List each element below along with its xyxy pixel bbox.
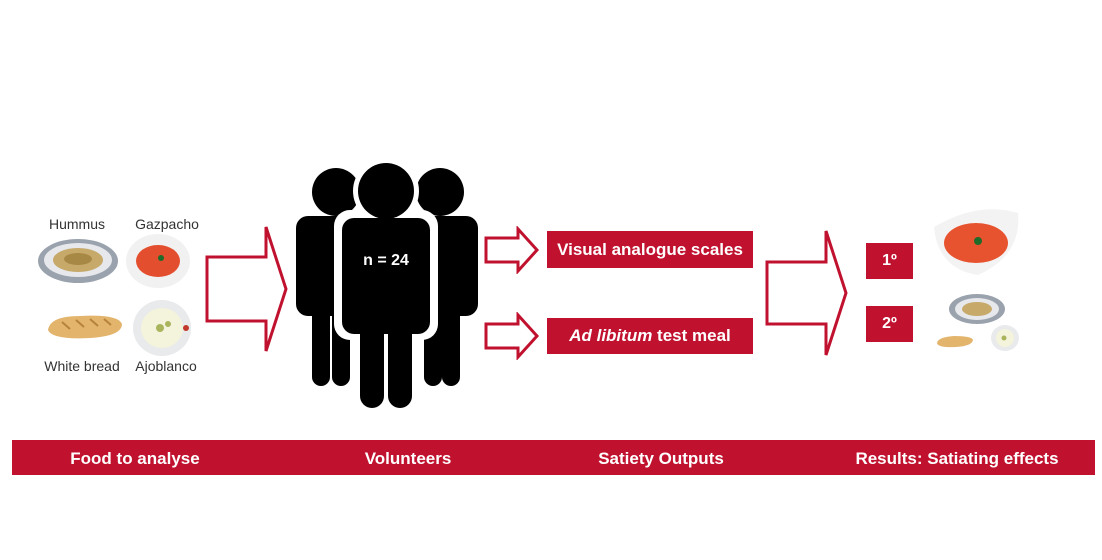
result-ajoblanco-image bbox=[991, 325, 1019, 351]
vas-label: Visual analogue scales bbox=[557, 239, 743, 259]
volunteers-icon bbox=[296, 162, 478, 412]
arrow-food-to-volunteers bbox=[205, 226, 288, 352]
result-bread-image bbox=[937, 336, 973, 348]
vas-box: Visual analogue scales bbox=[547, 231, 753, 268]
arrow-to-vas bbox=[484, 226, 540, 274]
rank-1-box: 1º bbox=[866, 243, 913, 279]
food-images bbox=[38, 234, 191, 356]
hummus-image bbox=[38, 239, 118, 283]
arrow-to-test-meal bbox=[484, 312, 540, 360]
food-label-gazpacho: Gazpacho bbox=[135, 216, 199, 232]
footer-bar bbox=[12, 440, 1095, 475]
gazpacho-image bbox=[126, 234, 190, 288]
rank-2-box: 2º bbox=[866, 306, 913, 342]
rank-1-label: 1º bbox=[882, 252, 897, 269]
arrow-outputs-to-results bbox=[765, 230, 848, 356]
ajoblanco-image bbox=[133, 300, 191, 356]
test-meal-label: test meal bbox=[652, 326, 731, 345]
test-meal-box: Ad libitum test meal bbox=[547, 318, 753, 354]
bar-label-food: Food to analyse bbox=[70, 449, 200, 468]
food-label-hummus: Hummus bbox=[48, 216, 105, 232]
rank-2-label: 2º bbox=[882, 315, 897, 332]
food-label-white-bread: White bread bbox=[44, 358, 120, 374]
bar-label-results: Results: Satiating effects bbox=[855, 449, 1059, 468]
food-label-ajoblanco: Ajoblanco bbox=[135, 358, 197, 374]
test-meal-italic-label: Ad libitum bbox=[569, 326, 653, 345]
results-images bbox=[934, 209, 1019, 351]
result-hummus-image bbox=[949, 294, 1005, 324]
sample-size-label: n = 24 bbox=[363, 252, 409, 269]
white-bread-image bbox=[48, 315, 122, 339]
bar-label-satiety: Satiety Outputs bbox=[598, 449, 724, 468]
result-gazpacho-image bbox=[934, 209, 1019, 275]
bar-label-volunteers: Volunteers bbox=[364, 449, 452, 468]
